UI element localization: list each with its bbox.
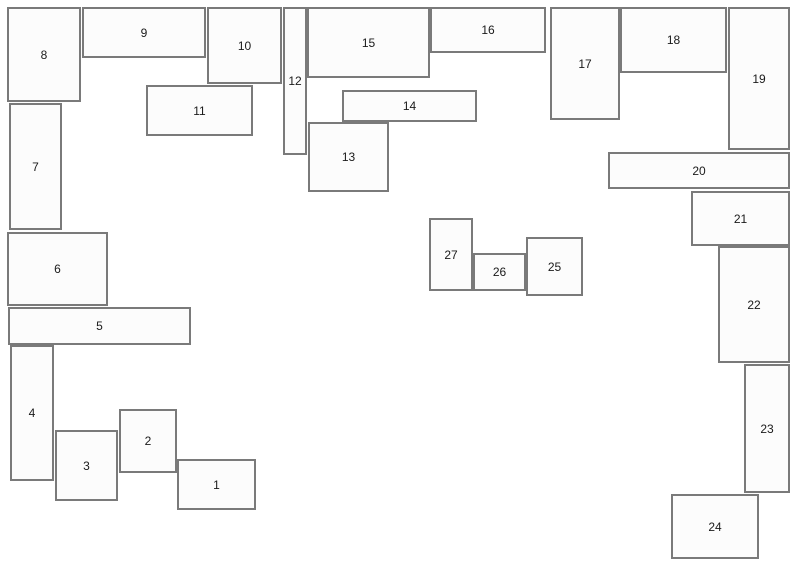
box-15[interactable]: 15 xyxy=(307,7,430,78)
box-label: 3 xyxy=(83,458,90,473)
box-label: 22 xyxy=(747,297,761,312)
box-3[interactable]: 3 xyxy=(55,430,118,501)
box-21[interactable]: 21 xyxy=(691,191,790,246)
box-14[interactable]: 14 xyxy=(342,90,477,122)
box-22[interactable]: 22 xyxy=(718,246,790,363)
box-label: 21 xyxy=(733,211,748,226)
box-10[interactable]: 10 xyxy=(207,7,282,84)
box-23[interactable]: 23 xyxy=(744,364,790,493)
box-26[interactable]: 26 xyxy=(473,253,526,291)
box-label: 24 xyxy=(708,519,722,534)
box-1[interactable]: 1 xyxy=(177,459,256,510)
box-label: 13 xyxy=(341,150,356,164)
box-11[interactable]: 11 xyxy=(146,85,253,136)
box-4[interactable]: 4 xyxy=(10,345,54,481)
box-label: 10 xyxy=(237,38,252,53)
box-label: 26 xyxy=(492,265,507,279)
box-label: 17 xyxy=(578,56,592,71)
box-label: 27 xyxy=(444,247,458,262)
box-20[interactable]: 20 xyxy=(608,152,790,189)
box-label: 12 xyxy=(288,74,302,88)
box-24[interactable]: 24 xyxy=(671,494,759,559)
box-label: 23 xyxy=(760,421,774,436)
box-6[interactable]: 6 xyxy=(7,232,108,306)
box-17[interactable]: 17 xyxy=(550,7,620,120)
box-label: 9 xyxy=(140,25,148,40)
box-label: 7 xyxy=(32,159,39,174)
box-label: 19 xyxy=(752,71,766,86)
box-label: 5 xyxy=(96,319,103,333)
box-27[interactable]: 27 xyxy=(429,218,473,291)
box-label: 25 xyxy=(547,259,562,274)
box-label: 16 xyxy=(481,23,495,37)
box-label: 8 xyxy=(40,47,48,62)
box-label: 15 xyxy=(361,35,376,50)
box-label: 11 xyxy=(193,103,206,118)
box-9[interactable]: 9 xyxy=(82,7,206,58)
box-5[interactable]: 5 xyxy=(8,307,191,345)
box-label: 1 xyxy=(213,477,220,492)
box-2[interactable]: 2 xyxy=(119,409,177,473)
box-8[interactable]: 8 xyxy=(7,7,81,102)
box-label: 4 xyxy=(28,406,36,420)
box-label: 6 xyxy=(54,262,61,276)
box-label: 14 xyxy=(402,99,417,113)
box-16[interactable]: 16 xyxy=(430,7,546,53)
box-25[interactable]: 25 xyxy=(526,237,583,296)
box-19[interactable]: 19 xyxy=(728,7,790,150)
box-13[interactable]: 13 xyxy=(308,122,389,192)
box-7[interactable]: 7 xyxy=(9,103,62,230)
box-18[interactable]: 18 xyxy=(620,7,727,73)
box-label: 20 xyxy=(692,163,706,178)
box-label: 2 xyxy=(144,434,152,448)
box-12[interactable]: 12 xyxy=(283,7,307,155)
box-label: 18 xyxy=(666,33,681,47)
